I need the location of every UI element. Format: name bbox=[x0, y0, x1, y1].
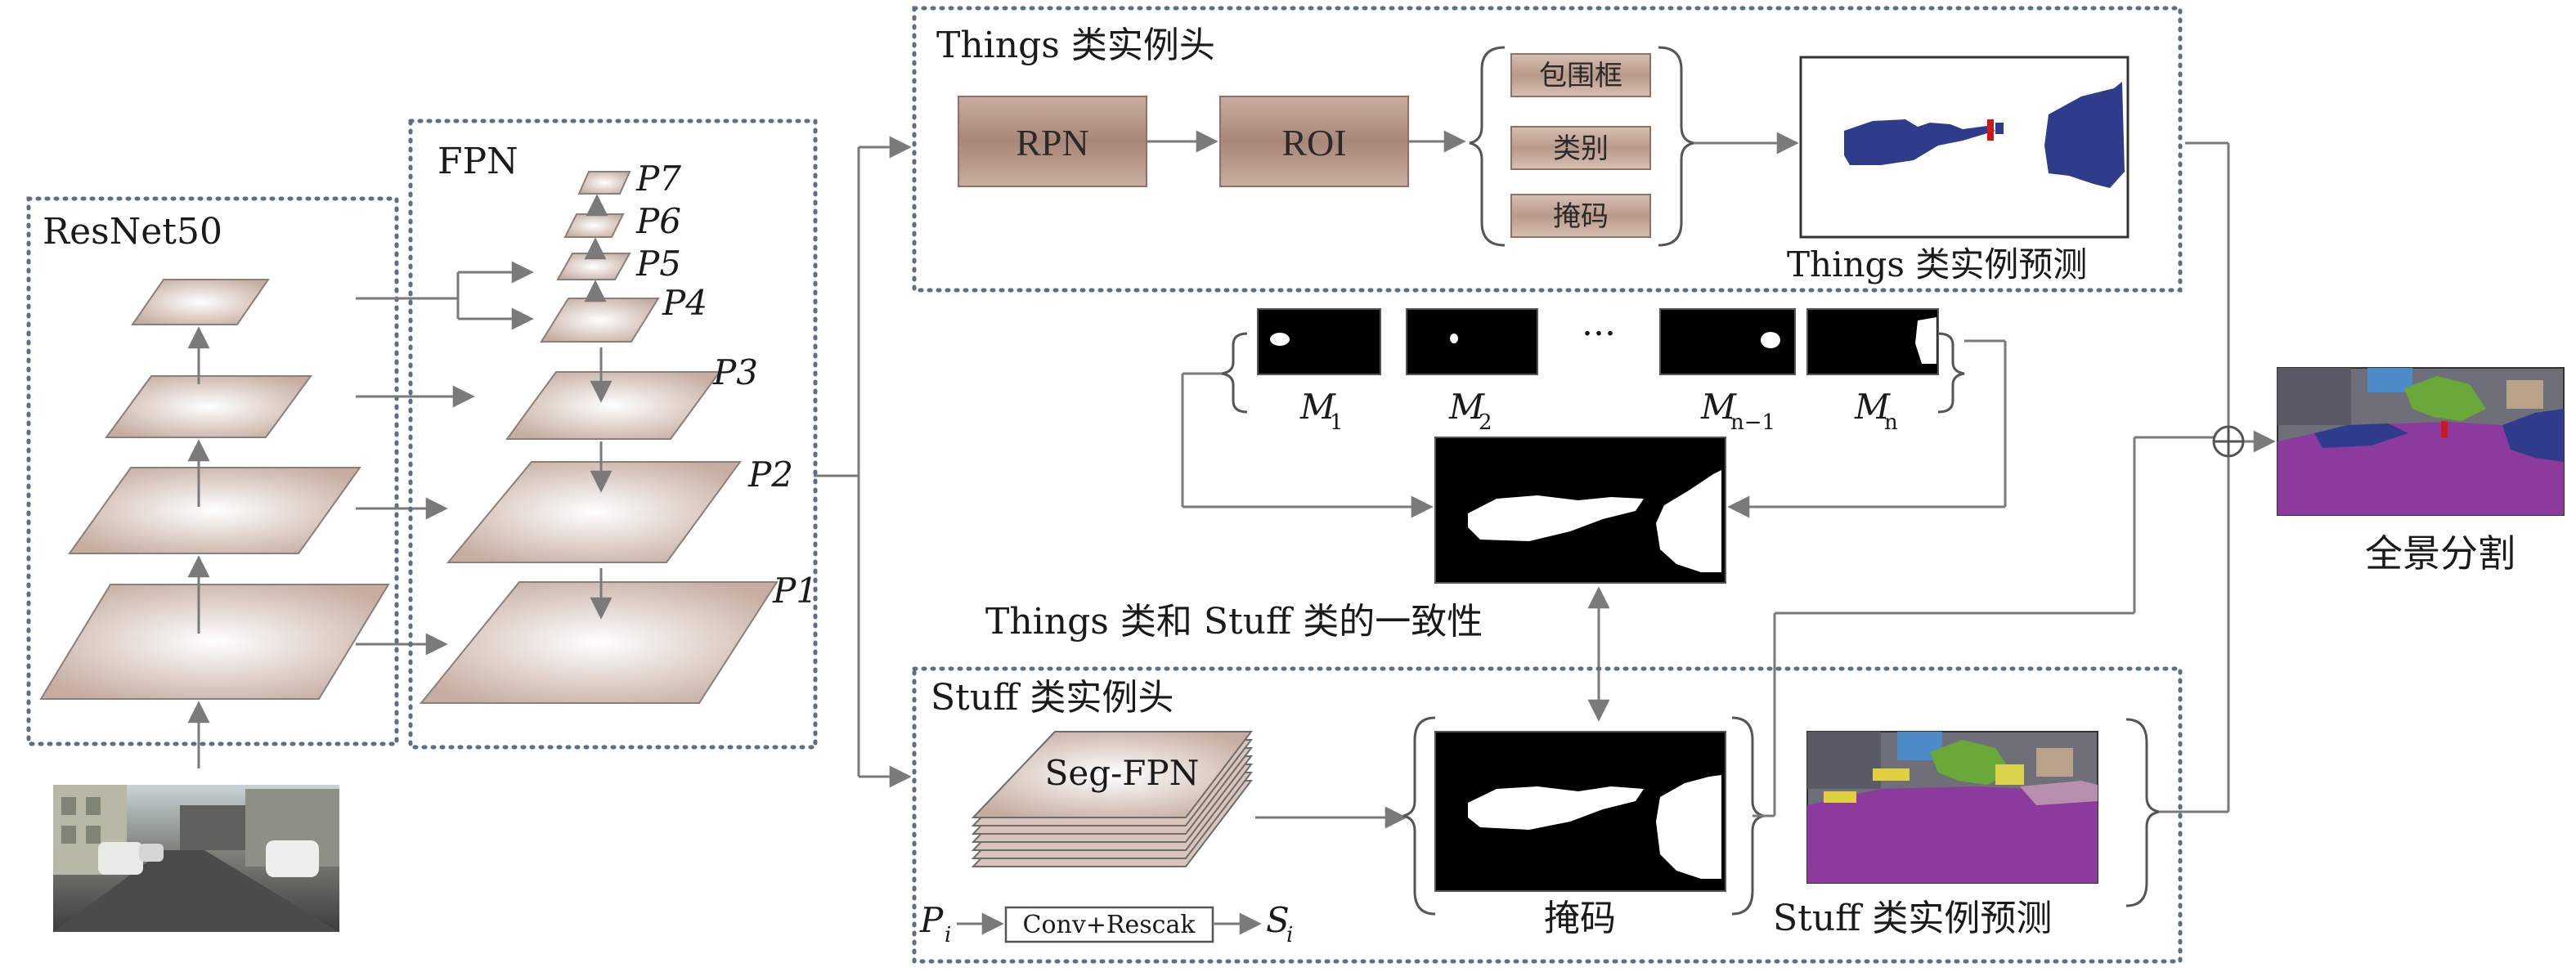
fpn-level-p7 bbox=[577, 171, 631, 195]
resnet-layer-3 bbox=[105, 375, 312, 438]
fpn-level-p1 bbox=[419, 581, 779, 704]
stuff-head: Stuff 类实例头 Seg-FPN P i Conv+Rescak S i bbox=[912, 666, 2183, 964]
things-outputs-right-brace bbox=[1658, 46, 1694, 247]
input-street-image bbox=[53, 785, 339, 932]
fpn-block: FPN P7 P6 P5 P4 P3 P2 P1 bbox=[408, 119, 818, 750]
stuff-output-sub: i bbox=[1286, 923, 1293, 947]
rpn-label: RPN bbox=[1016, 122, 1088, 163]
fpn-dashed-border bbox=[408, 119, 818, 750]
fpn-arrows bbox=[584, 194, 613, 620]
mask-ellipsis: ... bbox=[1582, 302, 1616, 344]
fpn-label-p5: P5 bbox=[635, 244, 681, 284]
mask-output-box bbox=[1510, 194, 1651, 238]
resnet-backbone: ResNet50 bbox=[26, 196, 399, 768]
fpn-level-p4 bbox=[540, 298, 660, 343]
mask-sub-n-1: n−1 bbox=[1730, 410, 1775, 435]
conv-rescak-label: Conv+Rescak bbox=[1022, 911, 1196, 939]
roi-label: ROI bbox=[1281, 122, 1346, 163]
things-head: Things 类实例头 RPN ROI 包围框 类别 掩码 Things 类实例… bbox=[912, 6, 2183, 293]
mask-label-1: M bbox=[1299, 387, 1336, 427]
fusion-connectors bbox=[1752, 141, 2276, 817]
things-prediction-image bbox=[1799, 56, 2129, 239]
fpn-label-p2: P2 bbox=[747, 455, 793, 495]
roi-box bbox=[1219, 96, 1409, 187]
stuff-output-s: S bbox=[1266, 900, 1290, 940]
mask-sub-2: 2 bbox=[1479, 410, 1492, 435]
mask-label-n-1: M bbox=[1700, 387, 1737, 427]
fpn-title: FPN bbox=[438, 141, 518, 182]
mask-sub-n: n bbox=[1884, 410, 1898, 435]
mask-sub-1: 1 bbox=[1330, 410, 1344, 435]
resnet-layer-4 bbox=[131, 279, 270, 325]
fpn-label-p7: P7 bbox=[635, 159, 681, 199]
things-head-title: Things 类实例头 bbox=[936, 25, 1215, 66]
seg-fpn-label: Seg-FPN bbox=[1045, 753, 1200, 793]
mask-merge-arrows bbox=[1181, 339, 2007, 722]
resnet-layer-1 bbox=[39, 584, 390, 700]
things-outputs-left-brace bbox=[1469, 46, 1506, 247]
rpn-box bbox=[958, 96, 1147, 187]
fpn-level-p6 bbox=[563, 213, 625, 238]
fpn-label-p3: P3 bbox=[712, 352, 758, 392]
resnet-dashed-border bbox=[26, 196, 399, 746]
stuff-prediction-label: Stuff 类实例预测 bbox=[1773, 898, 2052, 939]
stuff-head-dashed-border bbox=[912, 666, 2183, 964]
bbox-output-label: 包围框 bbox=[1539, 60, 1622, 92]
stuff-prediction-image bbox=[1806, 731, 2098, 884]
class-output-box bbox=[1510, 126, 1651, 170]
resnet-layer-2 bbox=[68, 467, 361, 554]
resnet-title: ResNet50 bbox=[43, 211, 222, 253]
panoptic-label: 全景分割 bbox=[2365, 531, 2515, 576]
resnet-to-fpn-arrows bbox=[356, 261, 534, 656]
things-head-dashed-border bbox=[912, 6, 2183, 293]
fpn-label-p6: P6 bbox=[635, 201, 681, 241]
stuff-mask-image bbox=[1434, 731, 1726, 892]
fpn-level-p3 bbox=[505, 371, 721, 440]
things-prediction-label: Things 类实例预测 bbox=[1787, 244, 2087, 284]
consistency-label: Things 类和 Stuff 类的一致性 bbox=[985, 601, 1483, 643]
fpn-label-p4: P4 bbox=[662, 283, 707, 323]
panoptic-result-image bbox=[2277, 367, 2565, 516]
stuff-input-p: P bbox=[919, 900, 944, 940]
mask-thumbnail-2 bbox=[1406, 308, 1538, 375]
stuff-input-sub: i bbox=[945, 923, 951, 947]
class-output-label: 类别 bbox=[1553, 133, 1609, 164]
mask-label-n: M bbox=[1854, 387, 1891, 427]
stuff-head-title: Stuff 类实例头 bbox=[931, 677, 1174, 719]
mask-label-2: M bbox=[1448, 387, 1485, 427]
instance-masks-row: ... M 1 M 2 M n−1 M n bbox=[1221, 302, 1965, 435]
seg-fpn-stack bbox=[971, 731, 1254, 867]
fpn-level-p5 bbox=[556, 253, 631, 280]
merged-things-mask bbox=[1434, 437, 1726, 584]
mask-output-label: 掩码 bbox=[1553, 201, 1609, 232]
stuff-mask-label: 掩码 bbox=[1544, 898, 1616, 939]
bbox-output-box bbox=[1510, 53, 1651, 97]
fpn-to-heads-arrows bbox=[814, 136, 912, 788]
fpn-label-p1: P1 bbox=[772, 571, 818, 611]
fpn-level-p2 bbox=[446, 461, 742, 563]
